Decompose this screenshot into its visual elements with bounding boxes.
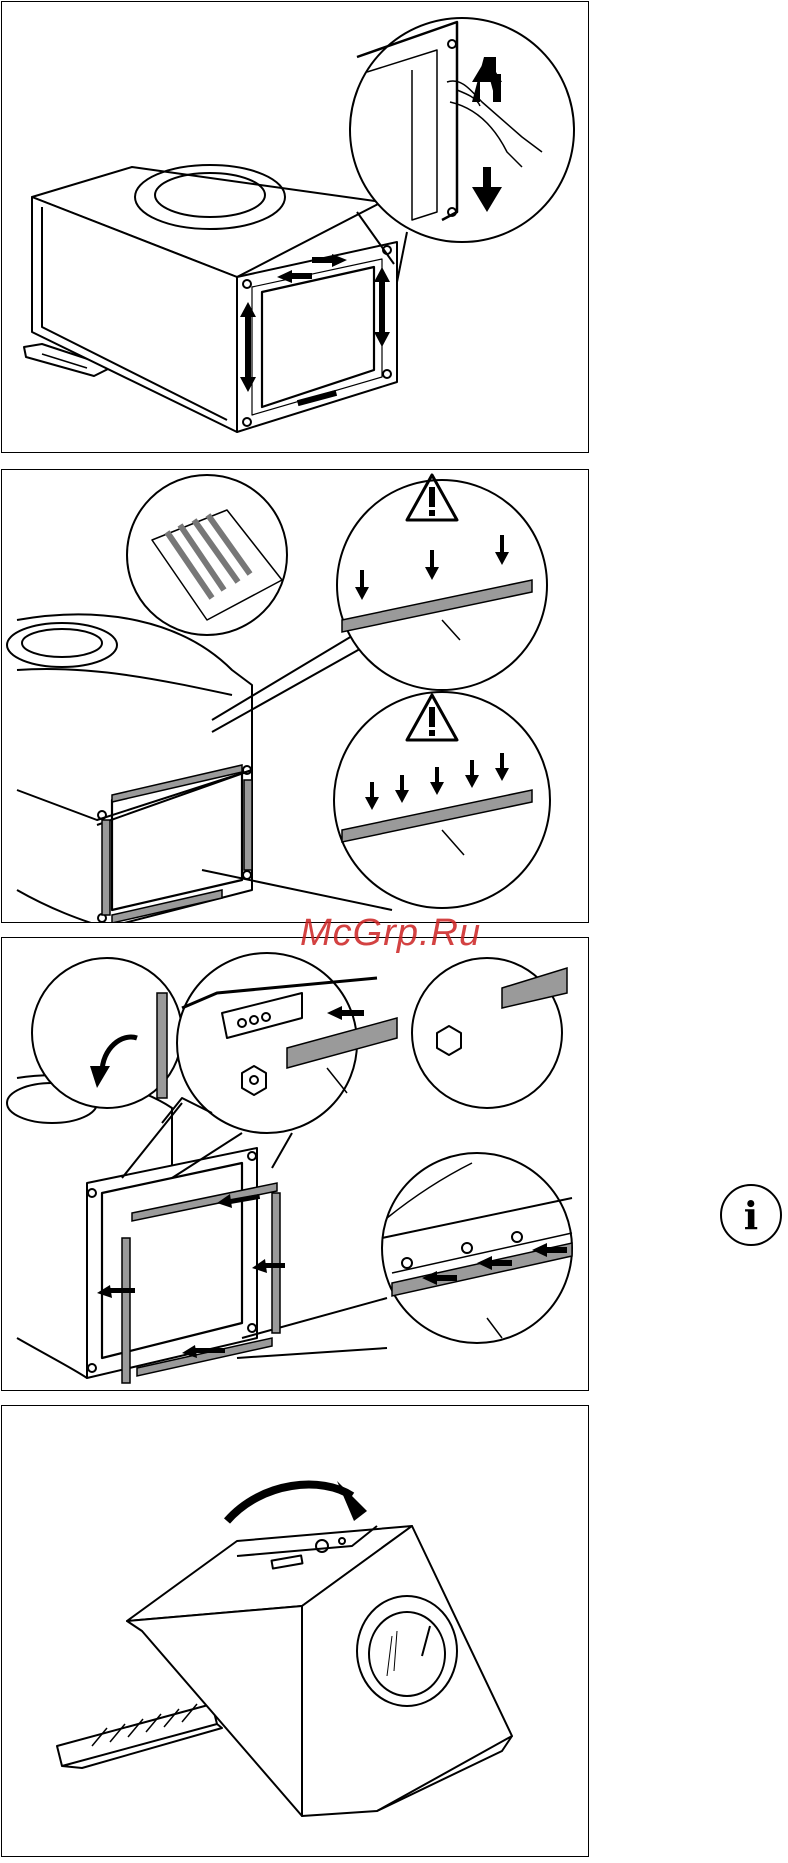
illustration-insert-strips [2,938,589,1391]
illustration-tilt-appliance [2,1406,589,1857]
step-insert-strips [1,937,589,1391]
illustration-remove-rear-panel [2,2,589,453]
watermark-text: McGrp.Ru [300,912,481,955]
info-icon-glyph: i [744,1193,758,1238]
step-polystyrene-strips [1,469,589,923]
step-remove-rear-panel [1,1,589,453]
info-icon: i [720,1184,782,1246]
illustration-polystyrene-strips [2,470,589,923]
step-tilt-appliance [1,1405,589,1857]
